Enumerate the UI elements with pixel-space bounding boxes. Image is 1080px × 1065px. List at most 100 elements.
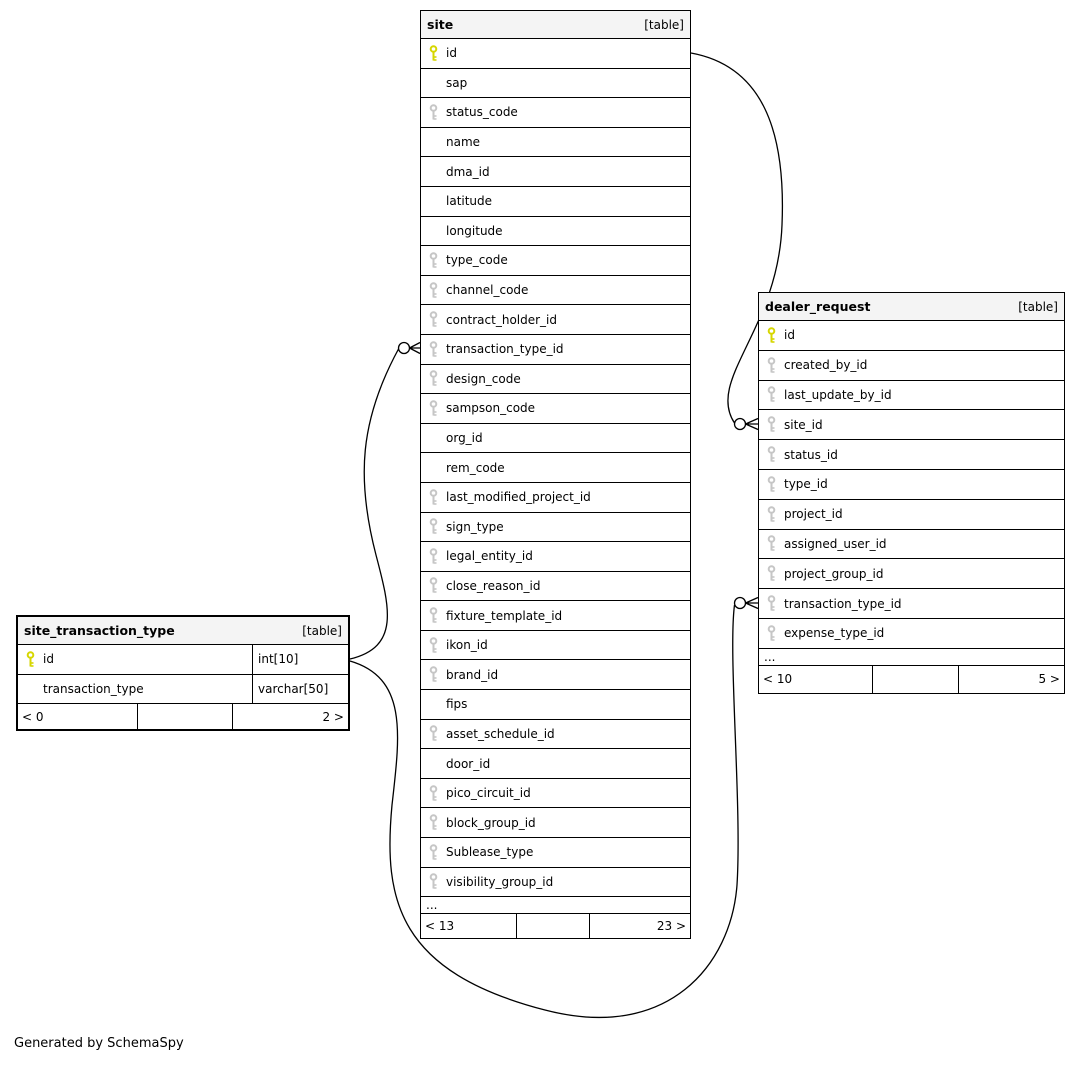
column-name: id [43, 652, 54, 667]
column-name: project_group_id [784, 566, 884, 581]
column-name: type_id [784, 477, 828, 492]
site-column-pico_circuit_id[interactable]: pico_circuit_id [421, 779, 690, 809]
dealer_request-column-last_update_by_id[interactable]: last_update_by_id [759, 381, 1064, 411]
table-title[interactable]: site_transaction_type [24, 623, 175, 638]
site-column-status_code[interactable]: status_code [421, 98, 690, 128]
site-column-fips[interactable]: fips [421, 690, 690, 720]
table-type-tag: [table] [302, 623, 342, 638]
site-column-channel_code[interactable]: channel_code [421, 276, 690, 306]
column-name: name [446, 135, 481, 150]
foreign-key-icon [421, 577, 446, 594]
dealer_request-column-status_id[interactable]: status_id [759, 440, 1064, 470]
column-name: design_code [446, 371, 521, 386]
dealer_request-relationship-counts: < 10 5 > [759, 665, 1064, 693]
related-left-count: < 10 [759, 665, 873, 693]
site-column-block_group_id[interactable]: block_group_id [421, 808, 690, 839]
site-column-longitude[interactable]: longitude [421, 217, 690, 247]
primary-key-icon [759, 327, 784, 344]
site-column-name[interactable]: name [421, 128, 690, 158]
foreign-key-icon [759, 386, 784, 403]
site-column-dma_id[interactable]: dma_id [421, 157, 690, 187]
site-column-sap[interactable]: sap [421, 69, 690, 99]
table-type-tag: [table] [644, 17, 684, 32]
column-name: visibility_group_id [446, 874, 554, 889]
site-column-transaction_type_id[interactable]: transaction_type_id [421, 335, 690, 365]
site-column-Sublease_type[interactable]: Sublease_type [421, 838, 690, 868]
column-name: last_update_by_id [784, 387, 892, 402]
column-name: created_by_id [784, 358, 868, 373]
column-name: sign_type [446, 519, 504, 534]
foreign-key-icon [421, 784, 446, 802]
foreign-key-icon [421, 548, 446, 565]
dealer_request-column-created_by_id[interactable]: created_by_id [759, 351, 1064, 381]
site-column-door_id[interactable]: door_id [421, 749, 690, 779]
site-column-contract_holder_id[interactable]: contract_holder_id [421, 305, 690, 335]
related-right-count: 5 > [1038, 672, 1060, 687]
foreign-key-icon [421, 607, 446, 624]
site-column-last_modified_project_id[interactable]: last_modified_project_id [421, 483, 690, 513]
column-name: transaction_type_id [446, 342, 564, 357]
dealer_request-column-transaction_type_id[interactable]: transaction_type_id [759, 589, 1064, 619]
column-name: type_code [446, 253, 508, 268]
column-name: dma_id [446, 164, 490, 179]
site-column-id[interactable]: id [421, 39, 690, 69]
hidden-columns-ellipsis: ... [759, 649, 1064, 666]
column-name: sampson_code [446, 401, 536, 416]
foreign-key-icon [421, 281, 446, 299]
foreign-key-icon [421, 488, 446, 506]
site-column-design_code[interactable]: design_code [421, 365, 690, 395]
foreign-key-icon [759, 535, 784, 552]
site-column-visibility_group_id[interactable]: visibility_group_id [421, 868, 690, 898]
dealer_request-column-project_group_id[interactable]: project_group_id [759, 559, 1064, 590]
site-column-latitude[interactable]: latitude [421, 187, 690, 217]
column-name: legal_entity_id [446, 549, 533, 564]
site-column-fixture_template_id[interactable]: fixture_template_id [421, 601, 690, 631]
site-column-sign_type[interactable]: sign_type [421, 513, 690, 543]
site_transaction_type-column-id[interactable]: id int[10] [18, 645, 348, 675]
column-name: latitude [446, 194, 493, 209]
site-column-ikon_id[interactable]: ikon_id [421, 631, 690, 661]
foreign-key-icon [421, 666, 446, 683]
dealer_request-column-assigned_user_id[interactable]: assigned_user_id [759, 530, 1064, 560]
dealer_request-column-id[interactable]: id [759, 321, 1064, 351]
foreign-key-icon [421, 636, 446, 654]
site-column-legal_entity_id[interactable]: legal_entity_id [421, 542, 690, 572]
dealer_request-header[interactable]: dealer_request [table] [759, 293, 1064, 321]
site-column-close_reason_id[interactable]: close_reason_id [421, 572, 690, 602]
column-type: int[10] [252, 645, 348, 674]
table-title[interactable]: site [427, 17, 454, 32]
footer-middle-cell [138, 704, 233, 729]
site-column-rem_code[interactable]: rem_code [421, 453, 690, 483]
dealer_request-column-expense_type_id[interactable]: expense_type_id [759, 619, 1064, 649]
site-column-asset_schedule_id[interactable]: asset_schedule_id [421, 720, 690, 750]
table-title[interactable]: dealer_request [765, 299, 871, 314]
site-column-type_code[interactable]: type_code [421, 246, 690, 276]
column-name: pico_circuit_id [446, 786, 531, 801]
foreign-key-icon [421, 400, 446, 417]
site-header[interactable]: site [table] [421, 11, 690, 39]
foreign-key-icon [759, 625, 784, 642]
foreign-key-icon [759, 565, 784, 582]
foreign-key-icon [421, 370, 446, 387]
site_transaction_type-header[interactable]: site_transaction_type [table] [18, 617, 348, 645]
column-name: fixture_template_id [446, 608, 563, 623]
hidden-columns-ellipsis: ... [421, 897, 690, 915]
column-name: last_modified_project_id [446, 490, 591, 505]
column-name: transaction_type [43, 681, 144, 696]
related-right-count: 2 > [322, 709, 344, 724]
table-type-tag: [table] [1018, 299, 1058, 314]
site-column-sampson_code[interactable]: sampson_code [421, 394, 690, 424]
dealer_request-column-site_id[interactable]: site_id [759, 410, 1064, 441]
dealer_request-column-type_id[interactable]: type_id [759, 470, 1064, 500]
relationship-line-site-id-to-dealer-request-site-id [690, 52, 784, 431]
dealer_request-column-project_id[interactable]: project_id [759, 500, 1064, 530]
site-column-brand_id[interactable]: brand_id [421, 660, 690, 691]
foreign-key-icon [759, 446, 784, 463]
site-column-org_id[interactable]: org_id [421, 424, 690, 454]
column-name: site_id [784, 417, 823, 432]
